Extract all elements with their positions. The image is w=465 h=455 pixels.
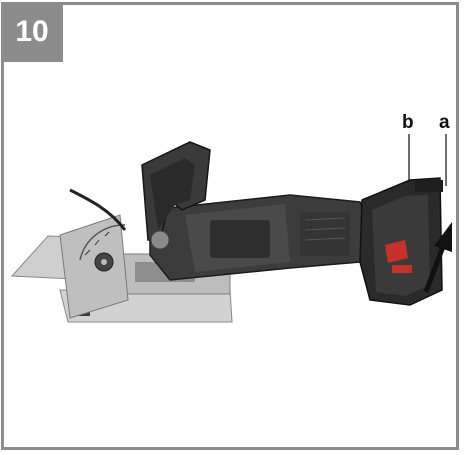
up-arrow-icon xyxy=(423,222,452,293)
battery-pack xyxy=(359,177,443,306)
angle-fence xyxy=(59,214,129,319)
figure-number-badge: 10 xyxy=(1,2,63,62)
callout-label-a: a xyxy=(439,112,450,133)
cable xyxy=(69,188,127,231)
top-handle xyxy=(141,141,211,250)
callout-label-b: b xyxy=(402,112,414,133)
motor-housing xyxy=(149,194,373,281)
